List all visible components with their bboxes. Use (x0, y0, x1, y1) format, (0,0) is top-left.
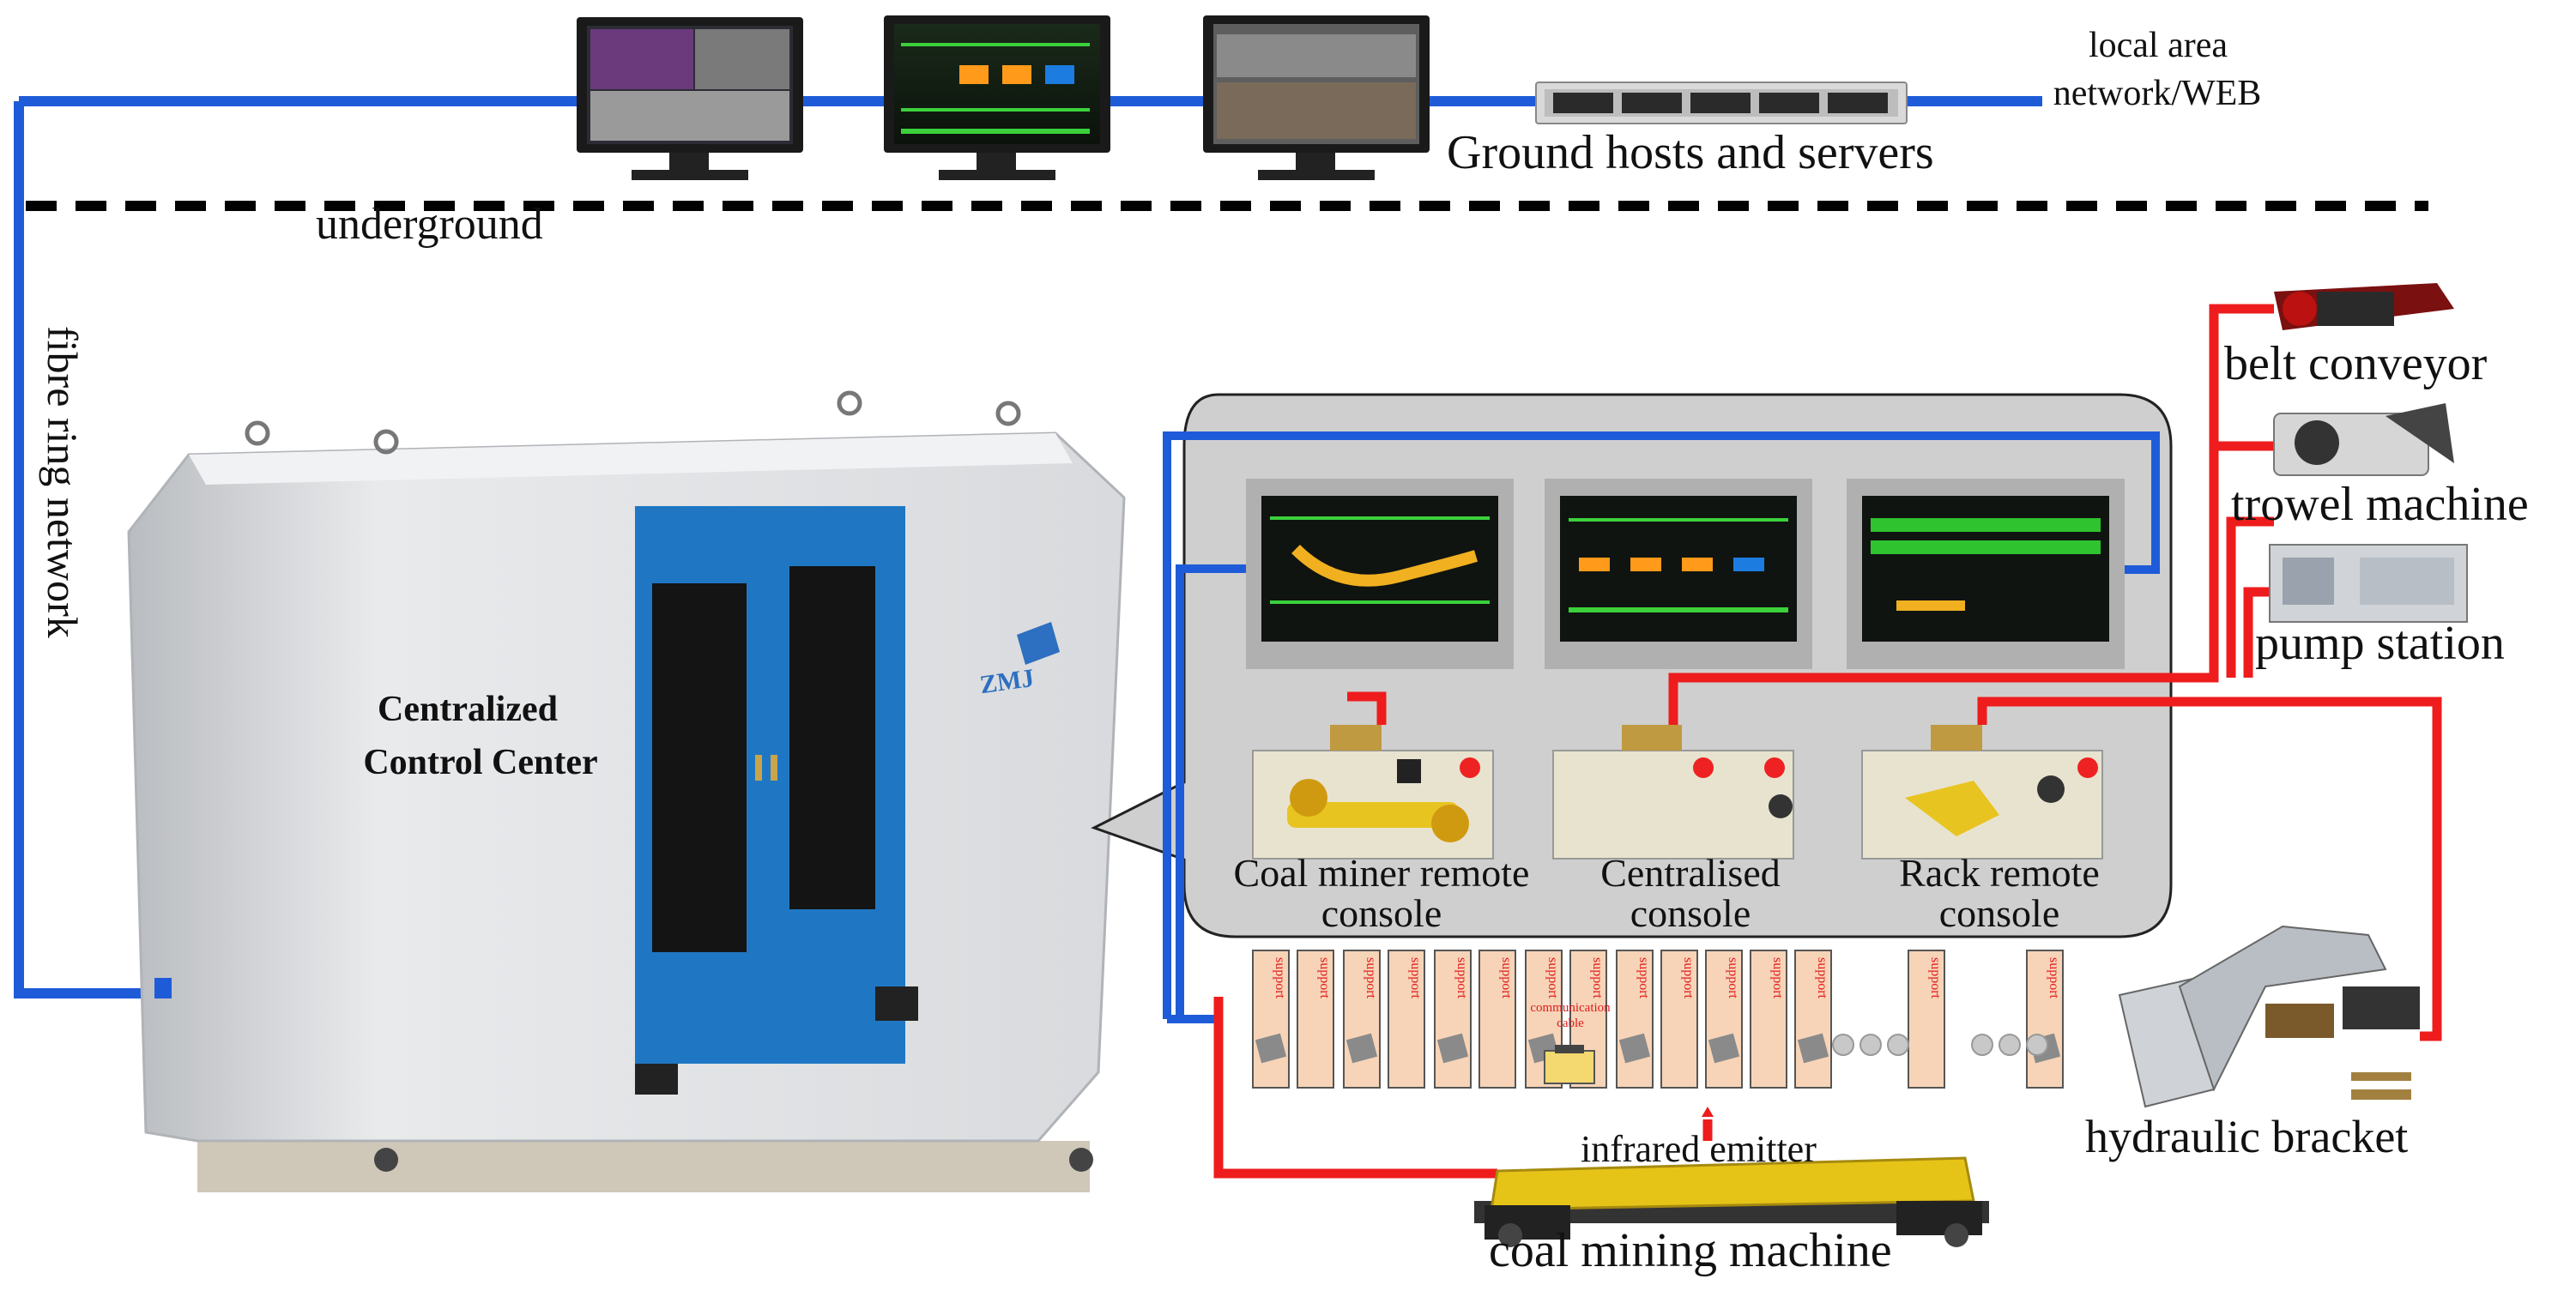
support-label: support (1499, 957, 1514, 999)
belt-conveyor-image (2274, 283, 2454, 330)
hydraulic-support-unit: support (1908, 950, 1945, 1089)
support-label: support (1408, 957, 1423, 999)
ground-monitor-3 (1203, 15, 1430, 180)
support-label: support (1770, 957, 1785, 999)
communication-cable-label-line1: communication (1530, 1001, 1611, 1015)
pump-station-image (2269, 544, 2468, 623)
infrared-arrow (1702, 1107, 1714, 1117)
hydraulic-support-unit: support (2026, 950, 2064, 1089)
console-screen-2 (1545, 479, 1812, 669)
coal-miner-console-panel (1252, 725, 1494, 860)
rack-console-label-line1: Rack remote (1899, 851, 2100, 895)
support-label: support (1590, 957, 1605, 999)
communication-cable-label-line2: cable (1557, 1017, 1584, 1030)
hydraulic-support-unit: support (1616, 950, 1654, 1089)
hydraulic-support-unit: support (1750, 950, 1787, 1089)
control-power-line (1213, 304, 2442, 1179)
hydraulic-support-unit: support (1388, 950, 1425, 1089)
rack-console-panel (1861, 725, 2103, 860)
central-console-label-line2: console (1630, 891, 1751, 935)
belt-conveyor-label: belt conveyor (2224, 337, 2488, 390)
support-label: support (1815, 957, 1829, 999)
support-label: support (1454, 957, 1469, 999)
hydraulic-support-unit: support (1343, 950, 1381, 1089)
hydraulic-support-unit: support (1660, 950, 1698, 1089)
trowel-machine-label: trowel machine (2231, 478, 2529, 531)
console-screen-3 (1847, 479, 2125, 669)
console-network-line (1163, 431, 2160, 1023)
support-label: support (1726, 957, 1740, 999)
hydraulic-support-unit: support (1794, 950, 1832, 1089)
central-console-label-line1: Centralised (1600, 851, 1781, 895)
coal-console-label-line1: Coal miner remote (1233, 851, 1530, 895)
support-label: support (2047, 957, 2061, 999)
hydraulic-support-unit: support (1297, 950, 1334, 1089)
control-center-label-line2: Control Center (363, 743, 598, 782)
underground-label: underground (316, 200, 543, 249)
infrared-emitter-label: infrared emitter (1581, 1128, 1817, 1170)
support-row-ellipsis (1832, 1034, 2048, 1056)
support-label: support (1636, 957, 1651, 999)
support-label: support (1317, 957, 1332, 999)
centralised-console-panel (1552, 725, 1794, 860)
support-label: support (1928, 957, 1943, 999)
hydraulic-bracket-image (2118, 925, 2420, 1108)
control-center-cabin (127, 390, 1126, 1192)
lan-label-line2: network/WEB (2053, 74, 2262, 113)
console-screen-1 (1246, 479, 1514, 669)
hydraulic-support-unit: support (1434, 950, 1472, 1089)
communication-cable-marker (1544, 1045, 1595, 1084)
ground-hosts-label: Ground hosts and servers (1447, 126, 1934, 179)
coal-mining-machine-image (1474, 1156, 1989, 1247)
coal-mining-machine-label: coal mining machine (1489, 1224, 1892, 1277)
hydraulic-bracket-label: hydraulic bracket (2085, 1111, 2409, 1162)
hydraulic-support-row: support support support support support suppo… (1252, 950, 2064, 1089)
ground-monitor-1 (577, 17, 803, 180)
fibre-ring-label: fibre ring network (39, 326, 87, 638)
support-label: support (1545, 957, 1560, 999)
hydraulic-support-unit: support (1705, 950, 1743, 1089)
trowel-machine-image (2273, 403, 2454, 476)
ground-server (1535, 81, 1908, 124)
support-label: support (1681, 957, 1696, 999)
support-label: support (1364, 957, 1378, 999)
pump-station-label: pump station (2255, 617, 2505, 670)
hydraulic-support-unit: support (1252, 950, 1290, 1089)
lan-label-line1: local area (2088, 26, 2228, 65)
hydraulic-support-unit: support (1478, 950, 1516, 1089)
ground-monitor-2 (884, 15, 1110, 180)
support-label: support (1273, 957, 1287, 999)
control-center-label-line1: Centralized (378, 690, 558, 729)
rack-console-label-line2: console (1938, 891, 2060, 935)
coal-console-label-line2: console (1321, 891, 1442, 935)
